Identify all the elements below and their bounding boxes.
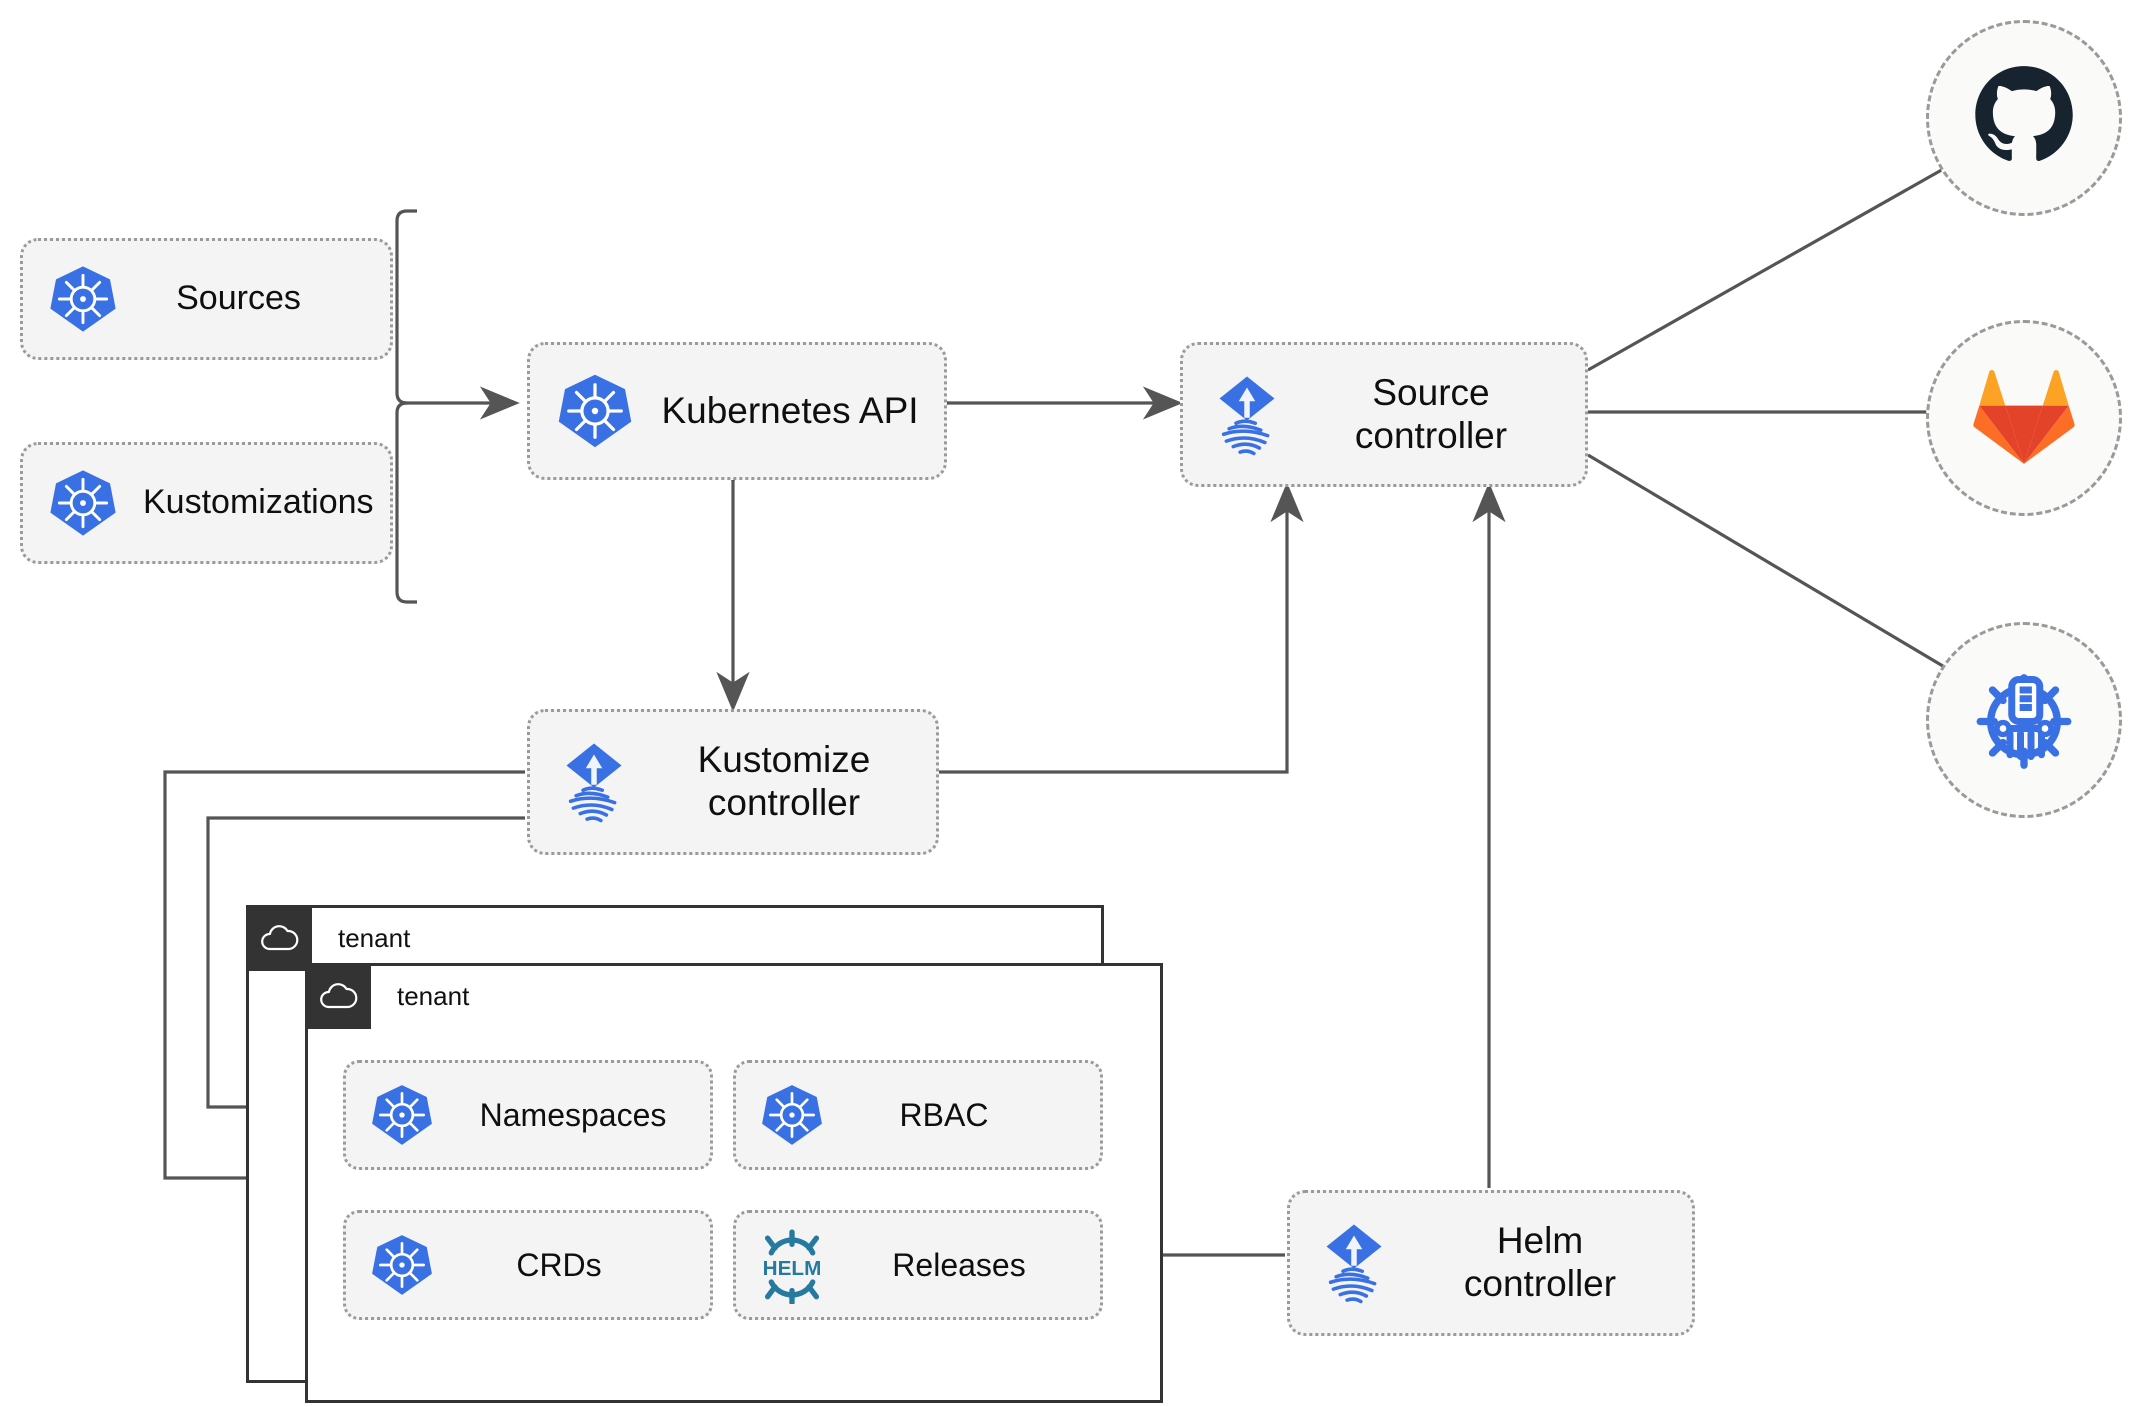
resource-rbac[interactable]: RBAC	[733, 1060, 1103, 1170]
gitlab-icon	[1972, 364, 2076, 473]
node-kustomize-controller[interactable]: Kustomize controller	[527, 709, 939, 855]
cloud-icon	[246, 905, 312, 971]
brace-connector	[395, 209, 417, 604]
node-kustomizations-label: Kustomizations	[143, 483, 374, 522]
resource-crds[interactable]: CRDs	[343, 1210, 713, 1320]
node-helm-controller-label: Helm controller	[1463, 1220, 1617, 1304]
resource-crds-label: CRDs	[516, 1246, 602, 1283]
tenant-header-1: tenant	[246, 905, 410, 971]
kubernetes-icon	[23, 467, 143, 539]
node-helm-controller[interactable]: Helm controller	[1287, 1190, 1695, 1336]
helm-icon: HELM	[736, 1226, 848, 1304]
kubernetes-icon	[23, 263, 143, 335]
resource-releases-label: Releases	[892, 1246, 1026, 1283]
github-icon	[1972, 64, 2076, 173]
flux-icon	[1183, 371, 1311, 459]
kubernetes-icon	[530, 371, 660, 451]
node-kubernetes-api[interactable]: Kubernetes API	[527, 342, 947, 480]
svg-text:HELM: HELM	[763, 1257, 822, 1280]
resource-namespaces[interactable]: Namespaces	[343, 1060, 713, 1170]
flux-icon	[530, 738, 658, 826]
flux-icon	[1290, 1219, 1418, 1307]
kubernetes-icon	[346, 1232, 458, 1298]
arrow-source-to-helmrepo	[1587, 453, 2005, 703]
arrow-kustomize-to-source	[939, 482, 1304, 774]
resource-releases[interactable]: HELM Releases	[733, 1210, 1103, 1320]
tenant-header-2: tenant	[305, 963, 469, 1029]
cloud-icon	[305, 963, 371, 1029]
tenant-name-2: tenant	[397, 980, 470, 1011]
node-source-controller-label: Source controller	[1354, 371, 1508, 456]
tenant-box-2[interactable]: tenant	[305, 963, 1163, 1403]
helm-repository-icon	[1968, 662, 2080, 779]
resource-rbac-label: RBAC	[899, 1096, 989, 1133]
provider-helm-repository[interactable]	[1926, 622, 2122, 818]
node-kustomize-controller-label: Kustomize controller	[697, 739, 871, 823]
node-sources-label: Sources	[176, 279, 301, 318]
provider-github[interactable]	[1926, 20, 2122, 216]
resource-namespaces-label: Namespaces	[479, 1096, 667, 1133]
provider-gitlab[interactable]	[1926, 320, 2122, 516]
node-source-controller[interactable]: Source controller	[1180, 342, 1588, 487]
node-kustomizations[interactable]: Kustomizations	[20, 442, 393, 564]
node-sources[interactable]: Sources	[20, 238, 393, 360]
kubernetes-icon	[346, 1082, 458, 1148]
node-kubernetes-api-label: Kubernetes API	[661, 389, 919, 431]
kubernetes-icon	[736, 1082, 848, 1148]
tenant-name-1: tenant	[338, 922, 411, 953]
